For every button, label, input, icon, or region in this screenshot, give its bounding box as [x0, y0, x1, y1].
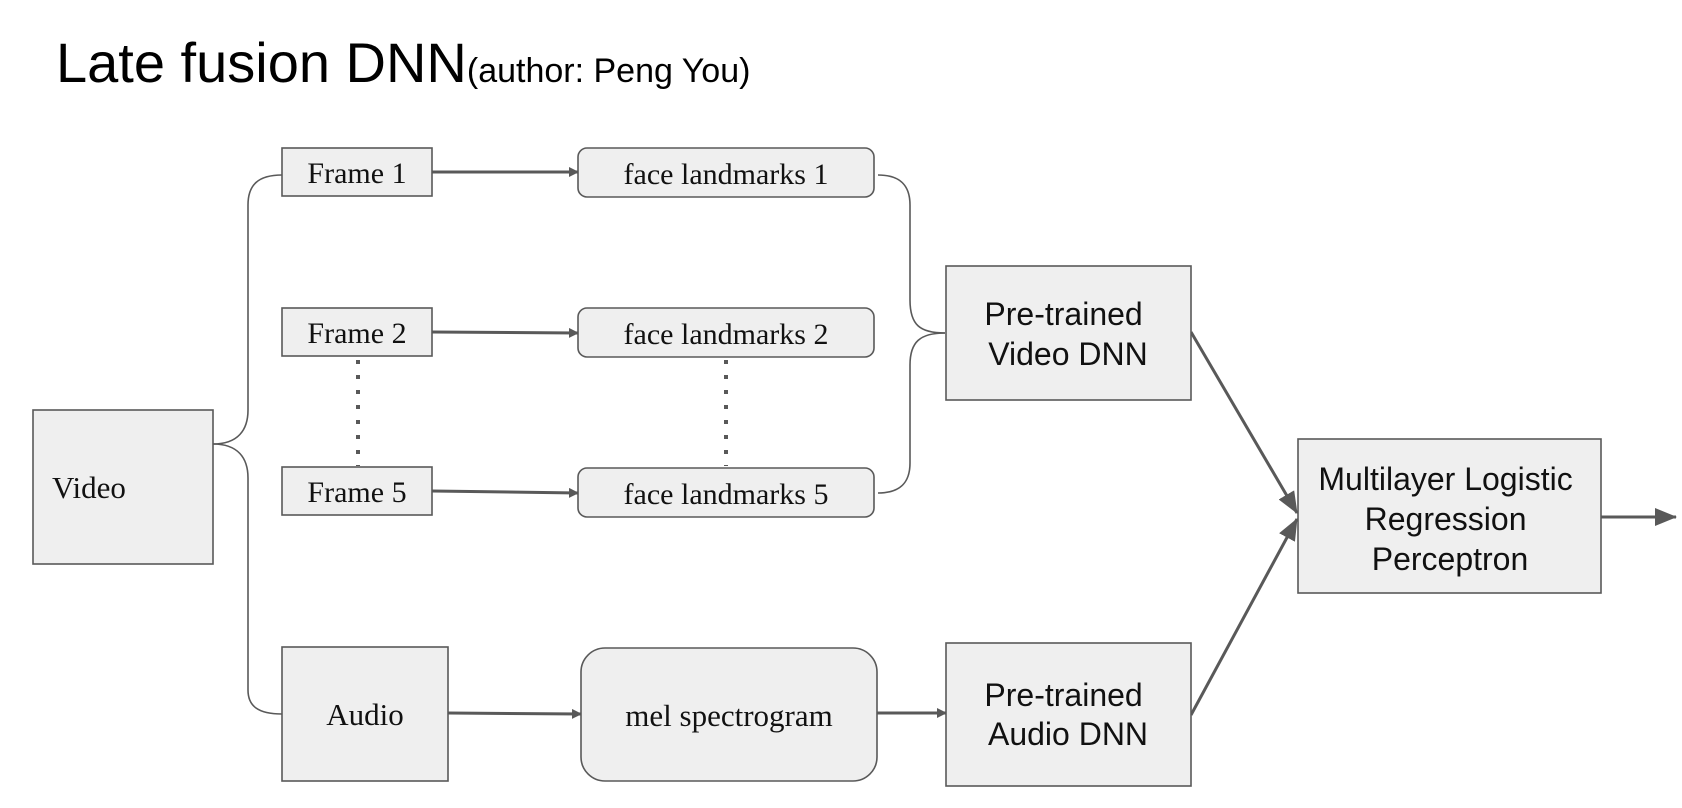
video-split-brace-lower — [212, 443, 283, 715]
node-video-dnn-label: Pre-trained Video DNN — [984, 296, 1151, 372]
node-landmarks1: face landmarks 1 — [577, 147, 875, 198]
node-audio: Audio — [281, 646, 449, 782]
node-landmarks5: face landmarks 5 — [577, 467, 875, 518]
arrow-frame2-landmarks2 — [431, 327, 579, 338]
title-author: (author: Peng You) — [467, 52, 751, 90]
video-split-brace — [212, 174, 283, 445]
node-audio-dnn-line1: Pre-trained — [984, 677, 1142, 713]
node-frame1-label: Frame 1 — [307, 157, 406, 190]
arrow-audiodnn-mlp — [1189, 518, 1299, 716]
node-video-dnn-line2: Video DNN — [988, 336, 1147, 372]
node-video-dnn-line1: Pre-trained — [984, 296, 1142, 332]
node-frame5-label: Frame 5 — [307, 476, 406, 509]
node-mlp-line1: Multilayer Logistic — [1318, 461, 1572, 497]
node-audio-dnn: Pre-trained Audio DNN — [945, 642, 1192, 787]
node-mlp: Multilayer Logistic Regression Perceptro… — [1297, 438, 1602, 594]
node-landmarks5-label: face landmarks 5 — [624, 478, 829, 511]
node-mel-label: mel spectrogram — [625, 698, 832, 733]
node-video-dnn: Pre-trained Video DNN — [945, 265, 1192, 401]
arrow-frame5-landmarks5 — [431, 487, 579, 498]
node-audio-dnn-line2: Audio DNN — [988, 716, 1148, 752]
node-landmarks1-label: face landmarks 1 — [624, 158, 829, 191]
node-video: Video — [32, 409, 214, 565]
node-mlp-line3: Perceptron — [1372, 541, 1529, 577]
node-frame2-label: Frame 2 — [307, 317, 406, 350]
node-mel-spectrogram: mel spectrogram — [580, 647, 878, 782]
node-mlp-label: Multilayer Logistic Regression Perceptro… — [1318, 461, 1581, 577]
arrow-audio-mel — [447, 708, 582, 719]
node-audio-label: Audio — [326, 697, 404, 732]
node-frame2: Frame 2 — [281, 307, 433, 357]
diagram-title: Late fusion DNN(author: Peng You) — [56, 31, 750, 94]
arrow-videodnn-mlp — [1189, 331, 1299, 514]
node-frame5: Frame 5 — [281, 466, 433, 516]
node-audio-dnn-label: Pre-trained Audio DNN — [984, 677, 1151, 752]
node-landmarks2: face landmarks 2 — [577, 307, 875, 358]
node-mlp-line2: Regression — [1365, 501, 1527, 537]
landmarks-merge-brace-upper — [877, 174, 946, 334]
node-video-label: Video — [52, 470, 126, 505]
title-main: Late fusion DNN — [56, 31, 467, 94]
landmarks-merge-brace-lower — [877, 332, 946, 494]
node-landmarks2-label: face landmarks 2 — [624, 318, 829, 351]
node-frame1: Frame 1 — [281, 147, 433, 197]
